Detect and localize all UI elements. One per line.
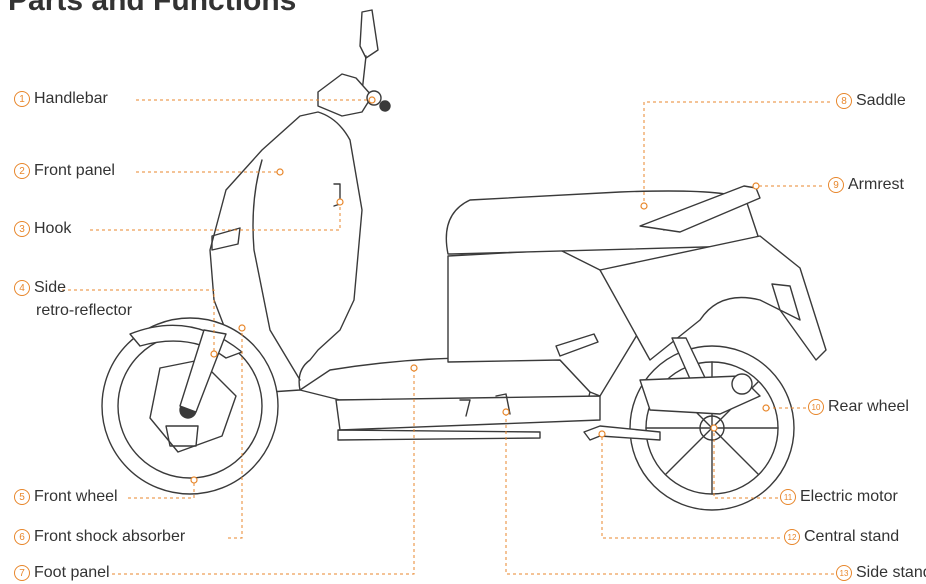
- callout-number: 10: [808, 399, 824, 415]
- label-side-stand: 13 Side stand: [836, 564, 926, 582]
- label-electric-motor: 11 Electric motor: [780, 488, 898, 506]
- callout-number: 7: [14, 565, 30, 581]
- dot-saddle: [640, 202, 648, 210]
- label-text: Front wheel: [34, 488, 118, 505]
- callout-number: 4: [14, 280, 30, 296]
- label-handlebar: 1 Handlebar: [14, 90, 108, 108]
- dot-electric-motor: [710, 424, 718, 432]
- dot-hook: [336, 198, 344, 206]
- label-saddle: 8 Saddle: [836, 92, 906, 110]
- dot-side-retro-reflector: [210, 350, 218, 358]
- dot-rear-wheel: [762, 404, 770, 412]
- label-front-wheel: 5 Front wheel: [14, 488, 118, 506]
- callout-number: 1: [14, 91, 30, 107]
- label-text: Saddle: [856, 92, 906, 109]
- label-text: Electric motor: [800, 488, 898, 505]
- label-text: Handlebar: [34, 90, 108, 107]
- label-armrest: 9 Armrest: [828, 176, 904, 194]
- dot-front-panel: [276, 168, 284, 176]
- leader-lines: [62, 99, 834, 575]
- label-rear-wheel: 10 Rear wheel: [808, 398, 909, 416]
- dot-front-shock-absorber: [238, 324, 246, 332]
- dot-foot-panel: [410, 364, 418, 372]
- callout-number: 6: [14, 529, 30, 545]
- label-text: Side stand: [856, 564, 926, 581]
- leader-dots: [190, 96, 770, 484]
- callout-number: 3: [14, 221, 30, 237]
- callout-number: 13: [836, 565, 852, 581]
- label-side-retro-reflector: 4 Side: [14, 279, 66, 297]
- label-hook: 3 Hook: [14, 220, 71, 238]
- dot-central-stand: [598, 430, 606, 438]
- label-text: Front panel: [34, 162, 115, 179]
- scooter-illustration: [101, 9, 827, 511]
- label-text: Foot panel: [34, 564, 110, 581]
- dot-handlebar: [368, 96, 376, 104]
- label-front-shock-absorber: 6 Front shock absorber: [14, 528, 185, 546]
- label-text: Central stand: [804, 528, 900, 545]
- callout-number: 9: [828, 177, 844, 193]
- callout-number: 12: [784, 529, 800, 545]
- label-foot-panel: 7 Foot panel: [14, 564, 110, 582]
- label-text: Side: [34, 279, 67, 296]
- label-text: Rear wheel: [828, 398, 909, 415]
- label-central-stand: 12 Central stand: [784, 528, 899, 546]
- callout-number: 2: [14, 163, 30, 179]
- callout-number: 8: [836, 93, 852, 109]
- dot-armrest: [752, 182, 760, 190]
- label-text: Armrest: [848, 176, 904, 193]
- label-side-retro-reflector-line2: retro-reflector: [36, 302, 133, 319]
- label-front-panel: 2 Front panel: [14, 162, 115, 180]
- dot-side-stand: [502, 408, 510, 416]
- callout-number: 5: [14, 489, 30, 505]
- page-title: Parts and Functions: [8, 0, 297, 17]
- label-text: Hook: [34, 220, 72, 237]
- callout-number: 11: [780, 489, 796, 505]
- label-text: Front shock absorber: [34, 528, 186, 545]
- dot-front-wheel: [190, 476, 198, 484]
